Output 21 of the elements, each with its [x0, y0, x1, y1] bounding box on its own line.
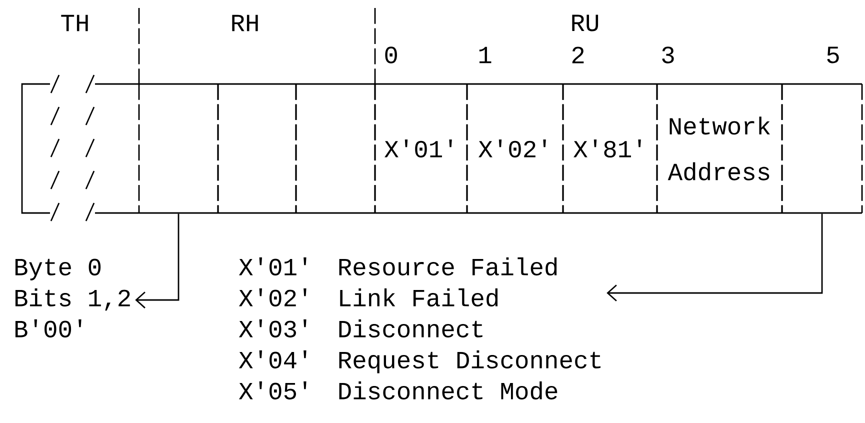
field-cell: X'81'	[562, 83, 658, 214]
code-list: X'01' Resource Failed X'02' Link Failed X'03' Disconnect X'04' Request Disconnect X'05' Disconnect Mode	[238, 257, 600, 400]
column-heading: RH	[232, 14, 258, 32]
byte-number: 3	[662, 46, 674, 64]
empty-cell	[295, 83, 376, 214]
field-cell: X'01'	[374, 83, 468, 214]
truncated-cell	[21, 74, 139, 222]
empty-cell	[217, 83, 297, 214]
byte-number: 0	[385, 46, 397, 64]
byte-number: 2	[572, 46, 584, 64]
byte-number: 5	[827, 46, 839, 64]
column-heading: RU	[572, 14, 598, 32]
field-cell: X'02'	[466, 83, 564, 214]
arrow	[606, 214, 823, 302]
column-heading: TH	[61, 14, 88, 32]
note-text: Byte 0 Bits 1,2 B'00'	[15, 258, 130, 338]
arrow	[135, 214, 180, 308]
byte-number: 1	[479, 46, 492, 64]
empty-cell	[781, 83, 863, 214]
field-cell: Network Address	[656, 83, 783, 214]
empty-cell	[138, 83, 219, 214]
